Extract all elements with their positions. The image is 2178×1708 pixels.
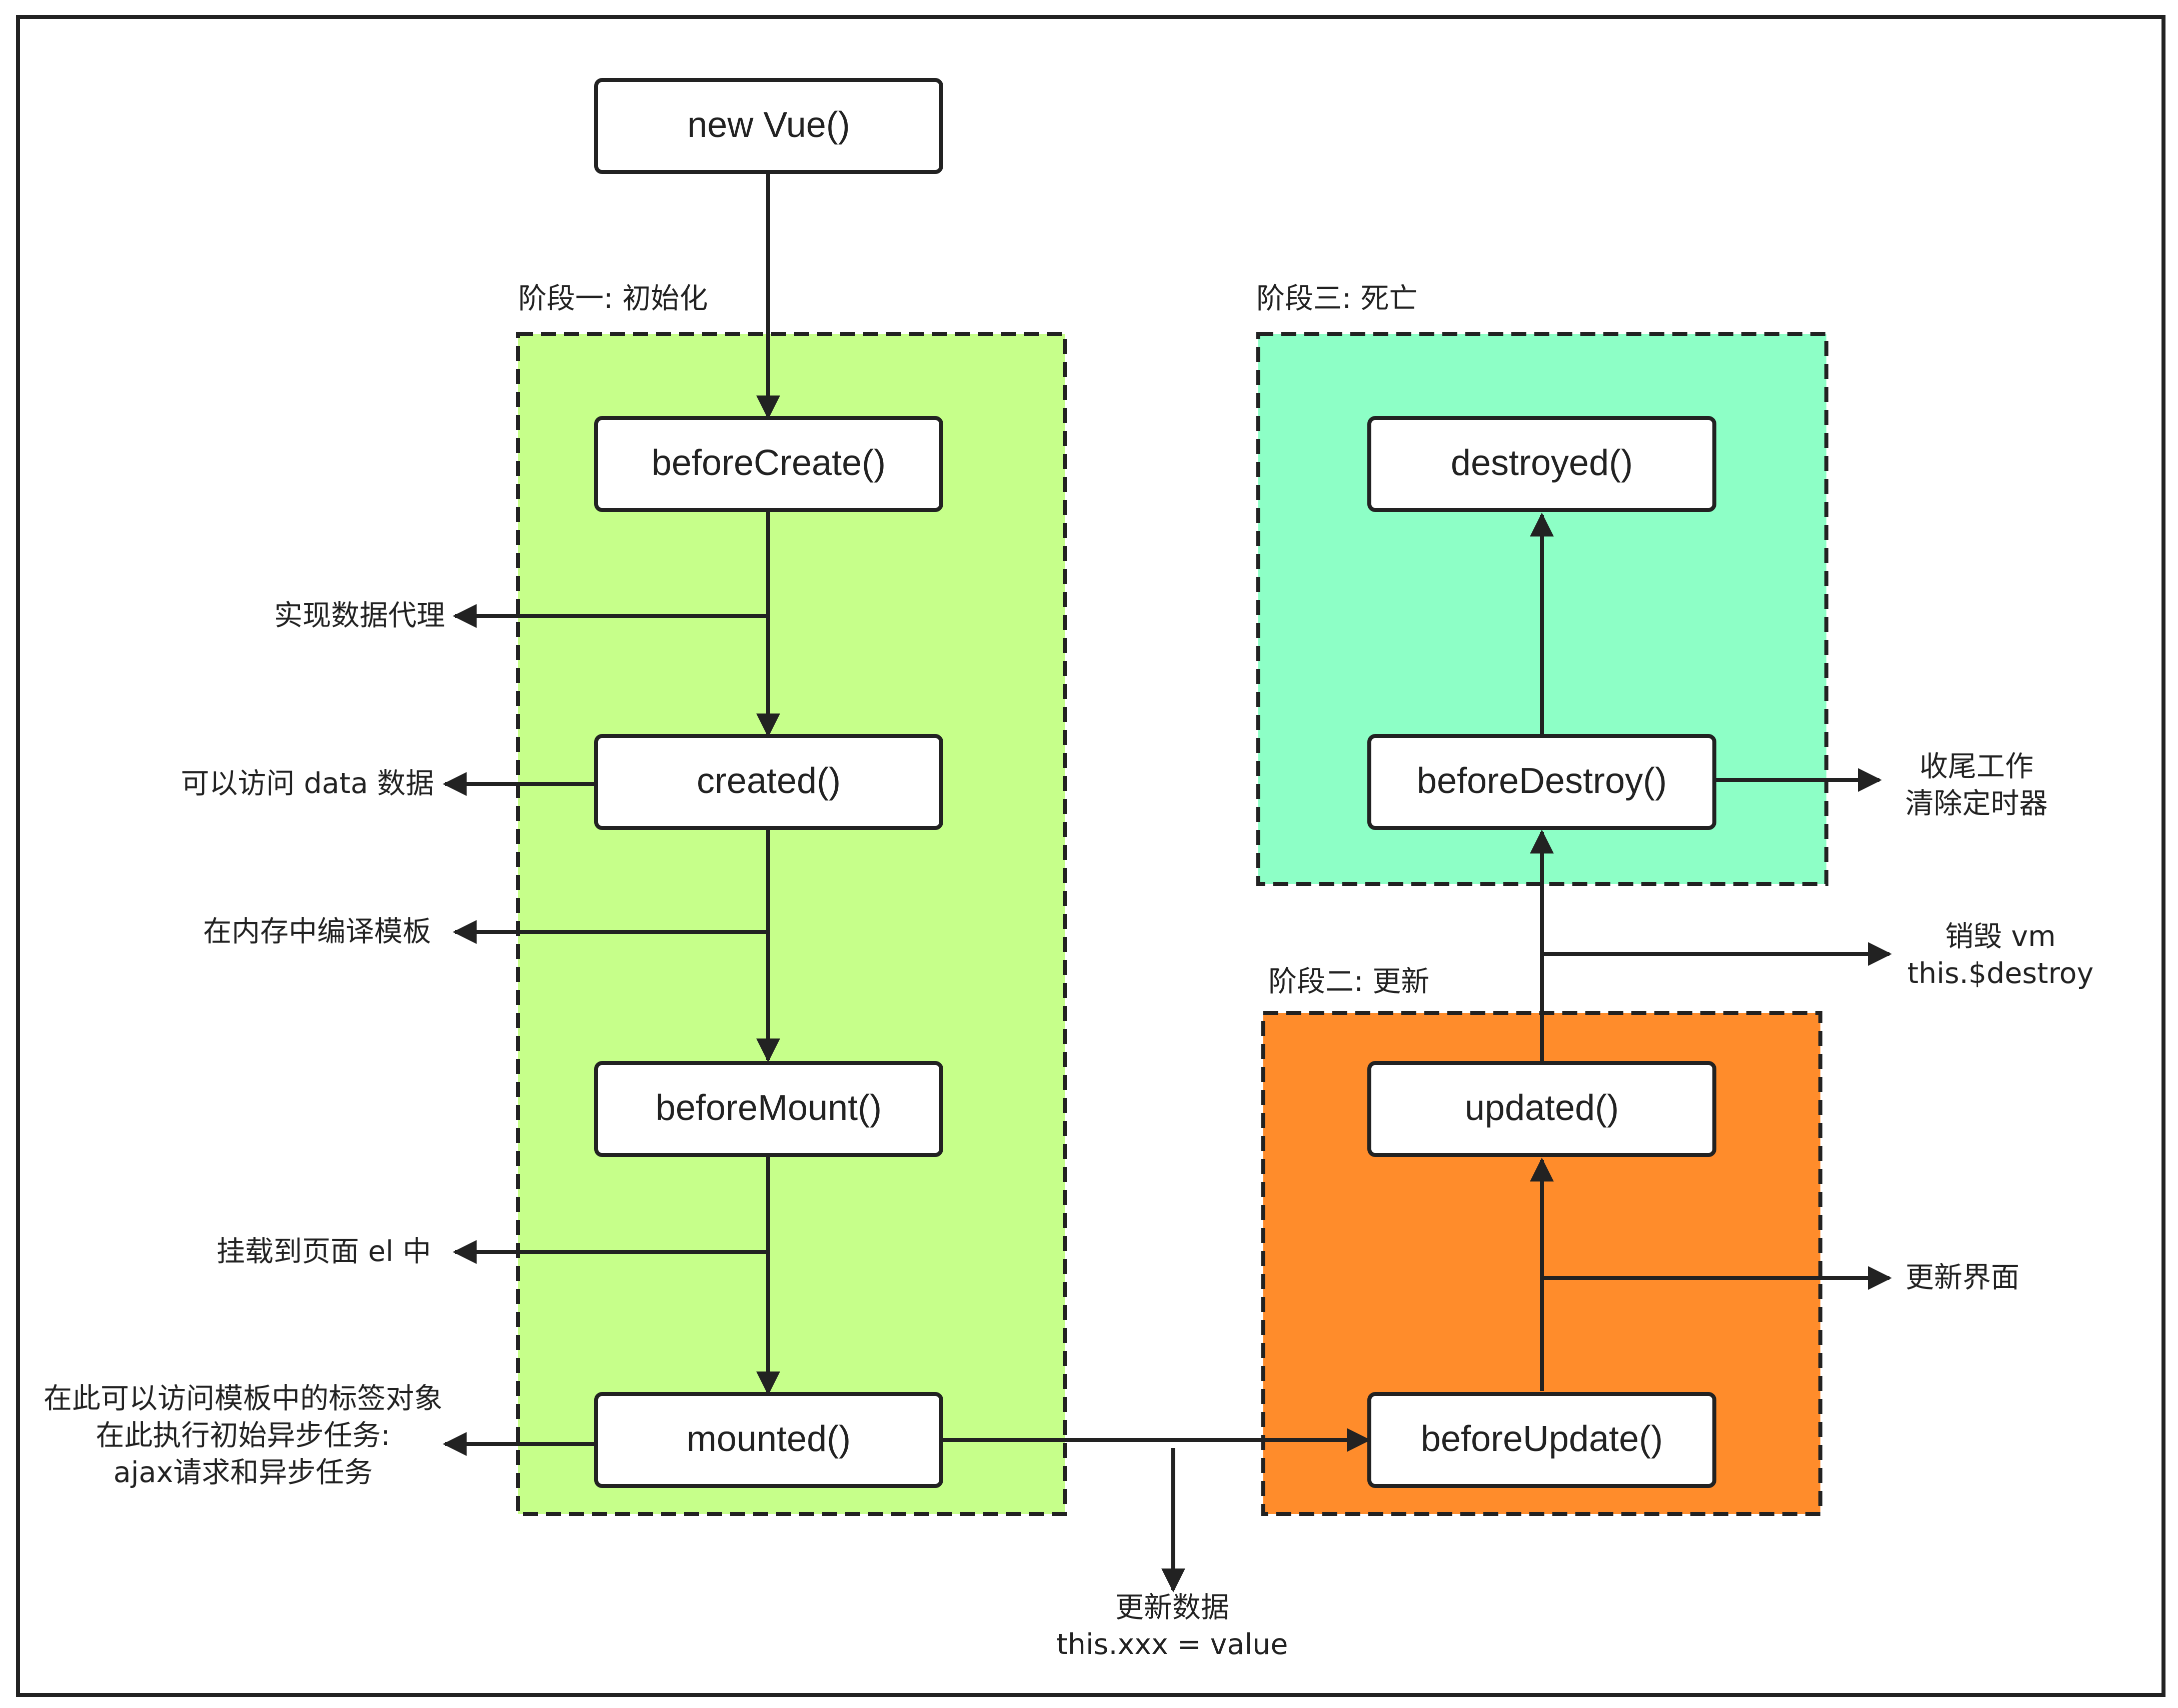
ann-update-data: 更新数据 this.xxx = value xyxy=(1056,1591,1288,1661)
ann-update-data-line1: 更新数据 xyxy=(1115,1591,1229,1624)
node-before-mount-label: beforeMount() xyxy=(656,1088,882,1128)
ann-compile-template: 在内存中编译模板 xyxy=(203,915,431,948)
ann-access-data: 可以访问 data 数据 xyxy=(181,767,434,800)
node-created-label: created() xyxy=(697,761,841,801)
ann-cleanup-line1: 收尾工作 xyxy=(1919,750,2033,783)
stage2-label: 阶段二: 更新 xyxy=(1268,965,1429,998)
node-mounted: mounted() xyxy=(594,1392,943,1488)
ann-mounted-note: 在此可以访问模板中的标签对象 在此执行初始异步任务: ajax请求和异步任务 xyxy=(44,1382,443,1489)
node-before-create-label: beforeCreate() xyxy=(652,443,886,483)
stage1-region xyxy=(516,332,1067,1516)
ann-update-data-line2: this.xxx = value xyxy=(1056,1628,1288,1661)
stage1-label: 阶段一: 初始化 xyxy=(518,282,708,315)
ann-cleanup: 收尾工作 清除定时器 xyxy=(1905,750,2048,820)
node-updated: updated() xyxy=(1367,1061,1716,1157)
ann-cleanup-line2: 清除定时器 xyxy=(1905,787,2048,820)
node-updated-label: updated() xyxy=(1465,1088,1619,1128)
node-before-update-label: beforeUpdate() xyxy=(1421,1419,1663,1459)
ann-mounted-note-line3: ajax请求和异步任务 xyxy=(114,1456,373,1489)
node-new-vue: new Vue() xyxy=(594,78,943,174)
ann-mounted-note-line1: 在此可以访问模板中的标签对象 xyxy=(44,1382,443,1415)
ann-data-proxy: 实现数据代理 xyxy=(274,599,445,632)
node-destroyed: destroyed() xyxy=(1367,416,1716,512)
node-destroyed-label: destroyed() xyxy=(1451,443,1633,483)
ann-destroy-vm: 销毁 vm this.$destroy xyxy=(1907,920,2093,990)
ann-destroy-vm-line2: this.$destroy xyxy=(1907,957,2093,990)
ann-mounted-note-line2: 在此执行初始异步任务: xyxy=(96,1419,390,1452)
node-created: created() xyxy=(594,734,943,830)
node-before-destroy: beforeDestroy() xyxy=(1367,734,1716,830)
stage3-label: 阶段三: 死亡 xyxy=(1256,282,1417,315)
node-before-update: beforeUpdate() xyxy=(1367,1392,1716,1488)
node-before-mount: beforeMount() xyxy=(594,1061,943,1157)
node-mounted-label: mounted() xyxy=(687,1419,851,1459)
node-new-vue-label: new Vue() xyxy=(687,105,850,145)
ann-destroy-vm-line1: 销毁 vm xyxy=(1945,920,2055,953)
node-before-destroy-label: beforeDestroy() xyxy=(1417,761,1667,801)
node-before-create: beforeCreate() xyxy=(594,416,943,512)
ann-update-view: 更新界面 xyxy=(1905,1261,2019,1294)
ann-mount-el: 挂载到页面 el 中 xyxy=(217,1235,431,1268)
